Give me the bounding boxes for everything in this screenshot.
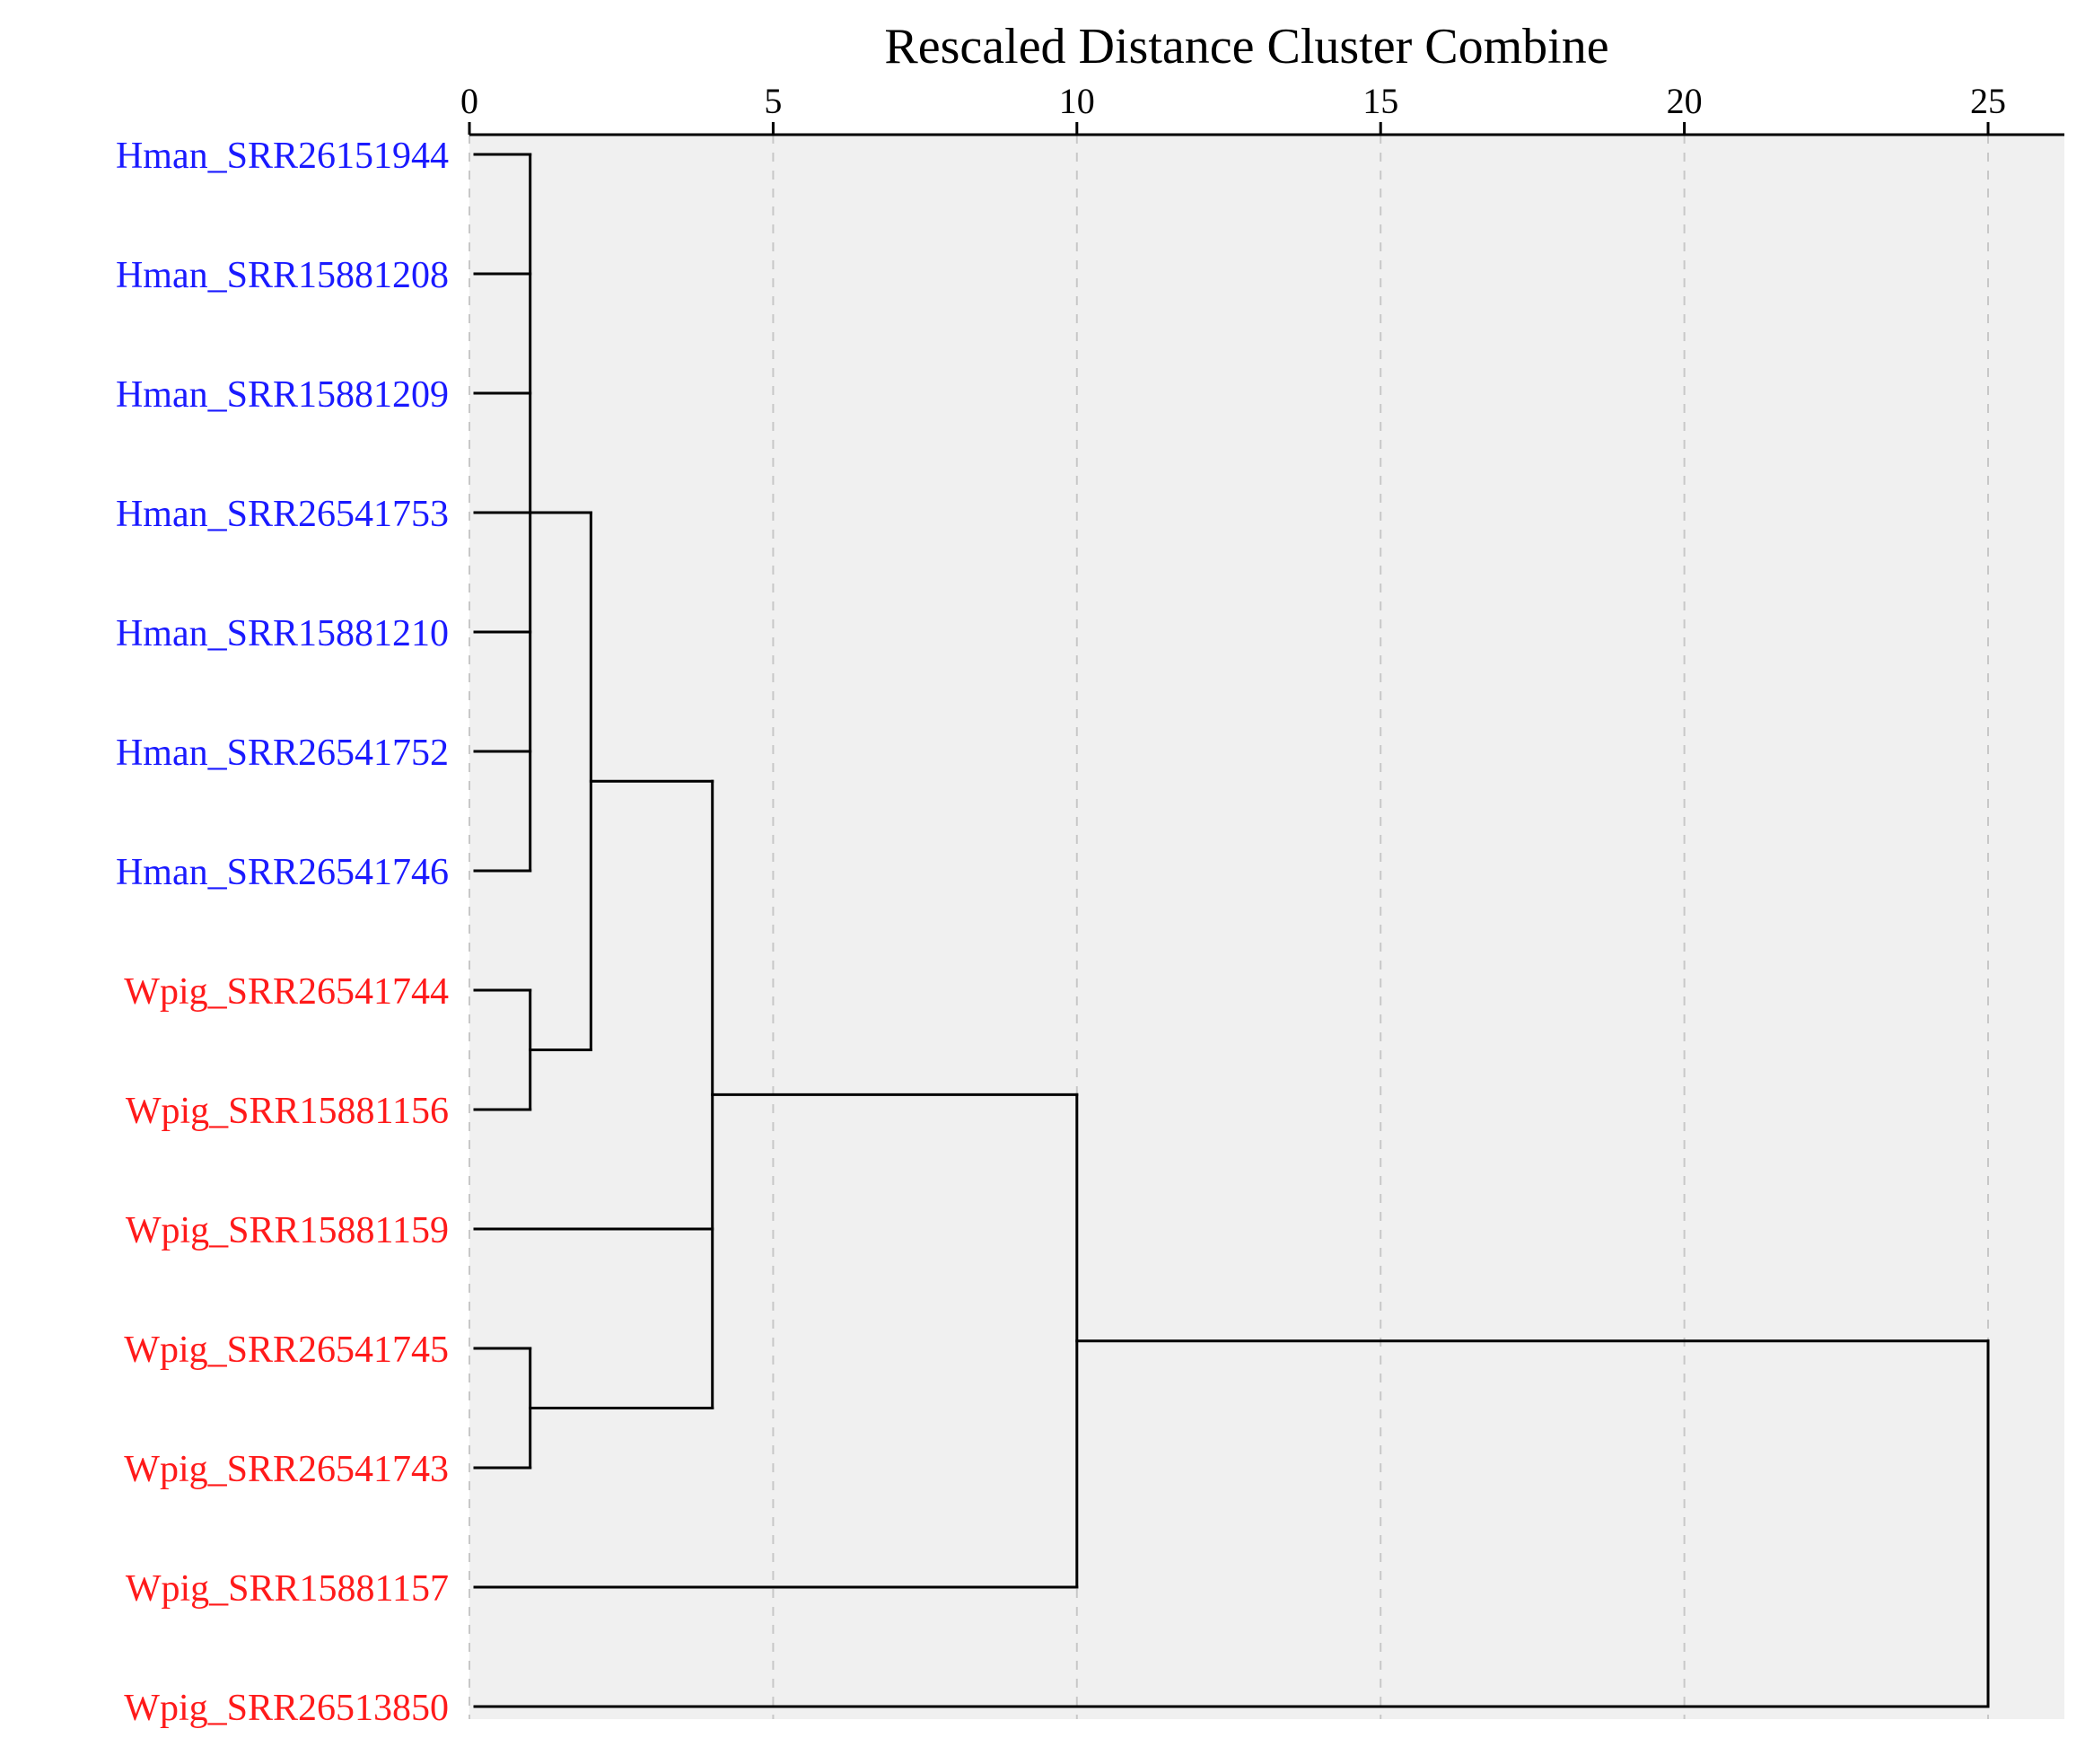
leaf-label: Hman_SRR26541752: [116, 733, 449, 774]
x-tick-label: 25: [1970, 81, 2006, 121]
leaf-label: Wpig_SRR26513850: [124, 1688, 449, 1729]
leaf-label: Hman_SRR26541746: [116, 852, 449, 893]
leaf-label: Wpig_SRR26541744: [124, 971, 449, 1013]
leaf-label: Wpig_SRR15881156: [126, 1091, 449, 1132]
leaf-label: Hman_SRR15881209: [116, 374, 449, 416]
leaf-label: Hman_SRR15881210: [116, 613, 449, 654]
dendrogram-branches: [473, 153, 1990, 1708]
leaf-label: Wpig_SRR26541745: [124, 1330, 449, 1371]
leaf-label: Wpig_SRR15881159: [126, 1210, 449, 1251]
x-tick-label: 15: [1362, 81, 1398, 121]
leaf-label: Hman_SRR26541753: [116, 494, 449, 535]
x-tick-label: 0: [460, 81, 478, 121]
x-tick-label: 5: [764, 81, 782, 121]
x-tick-label: 10: [1059, 81, 1095, 121]
grid-lines: [469, 135, 1989, 1719]
leaf-label: Hman_SRR26151944: [116, 136, 449, 177]
plot-background: [469, 135, 2064, 1719]
leaf-label: Wpig_SRR15881157: [126, 1568, 449, 1610]
x-axis: 0 5 10 15 20 25: [460, 81, 2064, 136]
chart-title: Rescaled Distance Cluster Combine: [884, 19, 1608, 75]
x-tick-label: 20: [1667, 81, 1703, 121]
leaf-label: Hman_SRR15881208: [116, 255, 449, 296]
leaf-label: Wpig_SRR26541743: [124, 1449, 449, 1490]
leaf-labels: Hman_SRR26151944Hman_SRR15881208Hman_SRR…: [116, 136, 449, 1729]
